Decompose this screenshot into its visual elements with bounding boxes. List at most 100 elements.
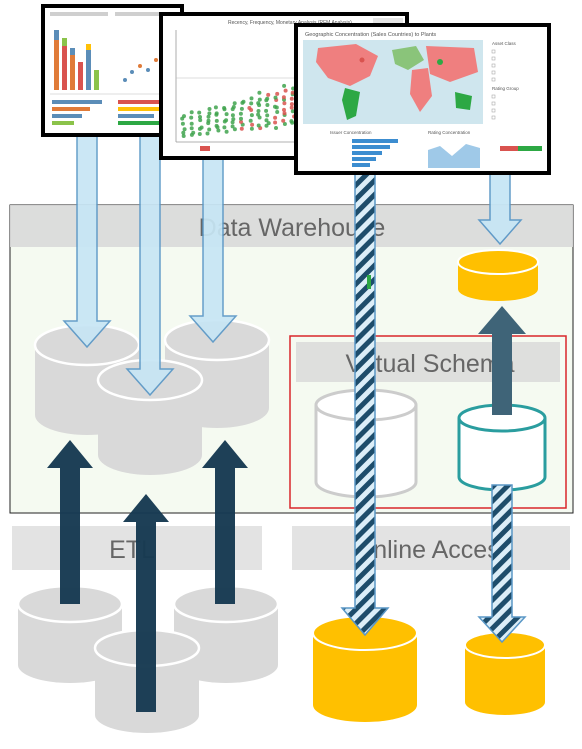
scatter-dot [273, 120, 278, 125]
scatter-dot [180, 121, 185, 126]
scatter-dot [256, 101, 261, 106]
scatter-dot [232, 101, 237, 106]
scatter-dot [266, 121, 271, 126]
mini-issuer-bars [352, 139, 398, 167]
scatter-dot [189, 121, 194, 126]
online-access-band [292, 526, 570, 570]
scatter-dot [239, 126, 244, 131]
online-access-label: Online Access [354, 536, 512, 564]
scatter-dot [289, 102, 294, 107]
middle-screenshot-title: Recency, Frequency, Monetary Analysis (R… [228, 20, 352, 26]
scatter-dot [282, 83, 287, 88]
scatter-dot [289, 105, 294, 110]
scatter-dot [289, 119, 294, 124]
dashboard-screenshot-left [41, 4, 184, 137]
scatter-dot [230, 120, 235, 125]
scatter-dot [282, 107, 286, 112]
scatter-dot [207, 111, 212, 116]
scatter-dot [230, 124, 235, 129]
green-marker [367, 275, 371, 289]
right-legend-rating: Rating Group [492, 86, 519, 91]
dashboard-arrow-down-left [62, 132, 112, 349]
virtual-schema-frame [289, 335, 567, 509]
scatter-dot [198, 115, 202, 119]
scatter-dot [213, 105, 218, 110]
scatter-dot [264, 108, 269, 113]
scatter-dot [249, 113, 254, 118]
cache-db-cylinder-yellow [457, 249, 539, 301]
scatter-dot [249, 96, 254, 101]
scatter-dot [241, 99, 246, 104]
scatter-dot [214, 123, 219, 128]
scatter-dot [207, 107, 212, 111]
scatter-dot [249, 101, 254, 106]
scatter-dot [256, 112, 261, 117]
scatter-dot [222, 125, 227, 130]
scatter-dot [274, 126, 278, 130]
online-arrow-down-hatched-left [340, 167, 390, 637]
mini-world-map [316, 44, 478, 120]
right-panel-rating: Rating Concentration [428, 130, 471, 135]
scatter-dot [181, 130, 186, 135]
scatter-dot [249, 126, 254, 131]
online-arrow-down-hatched-right [477, 484, 527, 644]
mini-horizontal-bars [52, 100, 172, 125]
scatter-dot [290, 109, 295, 114]
scatter-dot [181, 134, 186, 138]
scatter-dot [182, 114, 186, 119]
scatter-dot [282, 101, 287, 106]
scatter-dot [224, 112, 229, 117]
scatter-dot [232, 127, 237, 132]
scatter-dot [197, 132, 202, 136]
scatter-dot [182, 127, 187, 132]
scatter-dot [238, 111, 243, 116]
scatter-dot [275, 110, 280, 114]
scatter-dot [289, 96, 294, 101]
dashboard-arrow-down-center [125, 132, 175, 397]
scatter-dot [207, 127, 212, 132]
mini-stacked-bars [54, 30, 99, 90]
right-legend-asset: Asset Class [492, 41, 517, 46]
scatter-dot [264, 118, 269, 123]
scatter-dot [281, 95, 286, 100]
scatter-dot [224, 118, 229, 123]
scatter-dot [214, 118, 219, 123]
etl-arrow-up-right [202, 440, 248, 604]
dashboard-screenshot-right: Geographic Concentration (Sales Countrie… [294, 23, 551, 175]
scatter-dot [198, 118, 203, 123]
scatter-dot [265, 103, 270, 107]
scatter-dot [216, 128, 221, 133]
right-panel-issuer: Issuer Concentration [330, 130, 372, 135]
scatter-dot [282, 122, 287, 126]
etl-arrow-up-left [47, 440, 93, 604]
scatter-dot [224, 129, 229, 134]
scatter-dot [206, 118, 211, 123]
scatter-dot [231, 105, 236, 109]
scatter-dot [256, 123, 261, 128]
scatter-dot [256, 109, 261, 113]
virtual-to-cache-arrow-up [478, 306, 526, 415]
scatter-dot [197, 110, 202, 115]
scatter-dot [222, 106, 227, 110]
scatter-dot [281, 118, 286, 123]
scatter-dot [239, 116, 243, 121]
scatter-dot [189, 110, 194, 115]
scatter-dot [189, 126, 194, 131]
dashboard-arrow-down-right [188, 149, 238, 344]
scatter-dot [231, 117, 236, 122]
scatter-dot [189, 115, 194, 120]
scatter-dot [214, 111, 219, 116]
scatter-dot [230, 113, 235, 118]
warehouse-band [10, 205, 573, 247]
scatter-dot [205, 131, 210, 136]
etl-arrow-up-center [123, 494, 169, 712]
virtual-schema-band [296, 342, 560, 382]
scatter-dot [250, 122, 255, 127]
scatter-dot [206, 114, 211, 119]
dashboard-arrow-down-cache [477, 167, 523, 246]
scatter-dot [264, 123, 269, 128]
scatter-dot [247, 106, 252, 110]
source-db-cylinder-right [172, 584, 280, 683]
scatter-dot [273, 95, 278, 100]
